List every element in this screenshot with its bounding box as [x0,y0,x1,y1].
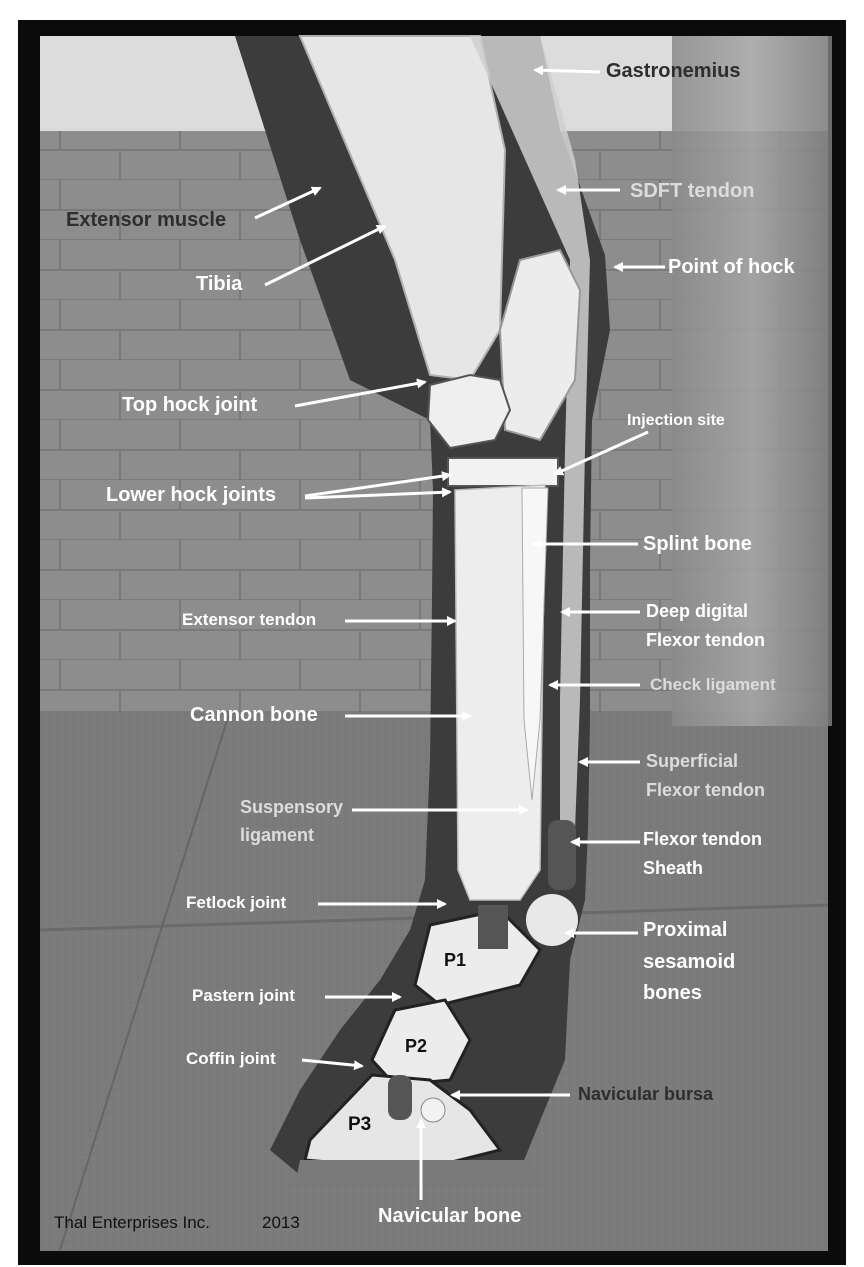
credit-text: Thal Enterprises Inc. [54,1213,210,1233]
label-gastrocnemius: Gastronemius [606,60,740,83]
label-p1: P1 [444,950,466,971]
label-proximal-line3: bones [643,982,702,1005]
arrow-gastrocnemius [535,70,600,72]
label-lower-hock-joints: Lower hock joints [106,484,276,507]
label-point-of-hock: Point of hock [668,256,795,279]
label-suspensory-line1: Suspensory [240,797,343,818]
label-superficial-line1: Superficial [646,751,738,772]
label-flexor-sheath-line1: Flexor tendon [643,829,762,850]
label-cannon-bone: Cannon bone [190,704,318,727]
label-proximal-line2: sesamoid [643,951,735,974]
label-navicular-bursa: Navicular bursa [578,1084,713,1105]
label-deep-digital-line1: Deep digital [646,601,748,622]
label-superficial-line2: Flexor tendon [646,780,765,801]
label-p2: P2 [405,1036,427,1057]
label-extensor-muscle: Extensor muscle [66,209,226,232]
label-sdft-tendon: SDFT tendon [630,180,754,203]
label-check-ligament: Check ligament [650,675,776,695]
label-navicular-bone: Navicular bone [378,1205,521,1228]
label-deep-digital-line2: Flexor tendon [646,630,765,651]
label-suspensory-line2: ligament [240,825,314,846]
label-top-hock-joint: Top hock joint [122,394,257,417]
label-flexor-sheath-line2: Sheath [643,858,703,879]
year-text: 2013 [262,1213,300,1233]
label-extensor-tendon: Extensor tendon [182,610,316,630]
label-pastern-joint: Pastern joint [192,986,295,1006]
label-p3: P3 [348,1114,371,1136]
label-tibia: Tibia [196,273,242,296]
label-proximal-line1: Proximal [643,919,727,942]
label-injection-site: Injection site [627,412,725,430]
label-coffin-joint: Coffin joint [186,1049,276,1069]
label-splint-bone: Splint bone [643,533,752,556]
label-fetlock-joint: Fetlock joint [186,893,286,913]
